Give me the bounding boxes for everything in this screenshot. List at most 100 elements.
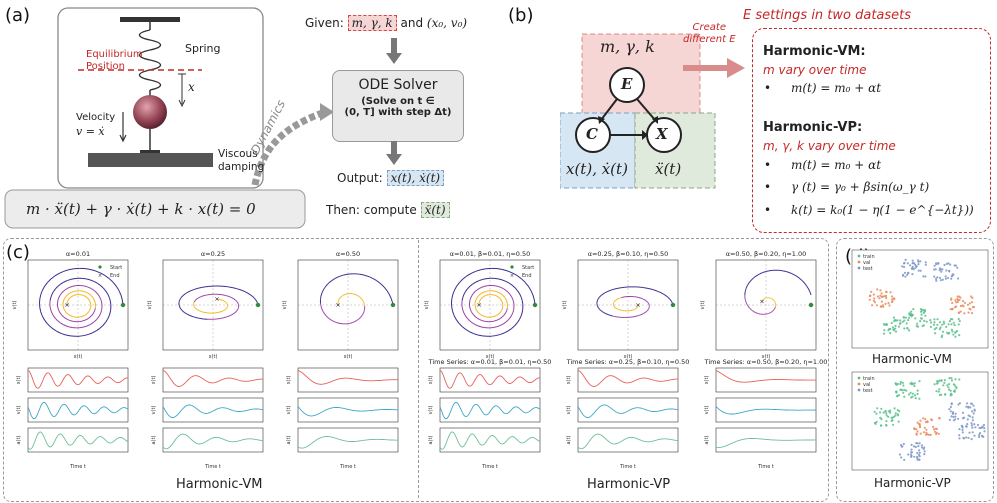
tsne-point bbox=[894, 414, 897, 417]
trajectory-segment bbox=[494, 315, 497, 317]
trajectory-segment bbox=[107, 315, 110, 320]
tsne-point bbox=[915, 265, 918, 268]
ode-equation: m · ẍ(t) + γ · ẋ(t) + k · x(t) = 0 bbox=[26, 200, 256, 218]
tsne-point bbox=[907, 319, 910, 322]
trajectory-segment bbox=[801, 279, 803, 282]
trajectory-segment bbox=[604, 292, 606, 294]
trajectory-segment bbox=[196, 298, 198, 300]
phase-title: α=0.01 bbox=[66, 250, 90, 258]
trajectory-segment bbox=[475, 324, 479, 327]
tsne-point bbox=[956, 300, 959, 304]
tsne-point bbox=[892, 415, 895, 418]
ts-ylabel: v(t) bbox=[151, 406, 157, 415]
trajectory-segment bbox=[92, 330, 97, 334]
trajectory-segment bbox=[521, 300, 524, 305]
trajectory-segment bbox=[475, 297, 478, 300]
trajectory-segment bbox=[472, 322, 476, 326]
tsne-point bbox=[955, 386, 958, 389]
trajectory-segment bbox=[796, 275, 799, 278]
tsne-point bbox=[924, 418, 927, 421]
x-region bbox=[634, 112, 716, 189]
tsne-point bbox=[937, 380, 940, 383]
tsne-point bbox=[973, 423, 976, 426]
trajectory-segment bbox=[39, 307, 42, 312]
trajectory-segment bbox=[89, 279, 94, 282]
trajectory-segment bbox=[62, 289, 66, 292]
trajectory-segment bbox=[502, 295, 505, 298]
trajectory-segment bbox=[497, 296, 500, 299]
trajectory-segment bbox=[93, 310, 96, 313]
trajectory-segment bbox=[100, 309, 103, 313]
trajectory-segment bbox=[194, 288, 198, 290]
tsne-point bbox=[945, 269, 948, 272]
trajectory-segment bbox=[88, 287, 92, 290]
trajectory-segment bbox=[611, 288, 614, 291]
trajectory-segment bbox=[600, 310, 603, 312]
trajectory-segment bbox=[251, 295, 254, 298]
tsne-point bbox=[970, 438, 973, 441]
trajectory-segment bbox=[236, 310, 238, 312]
start-marker bbox=[390, 302, 396, 308]
given-prefix: Given: bbox=[305, 16, 344, 30]
trajectory-segment bbox=[57, 320, 61, 324]
tsne-point bbox=[983, 427, 986, 430]
trajectory-segment bbox=[328, 281, 331, 284]
tsne-point bbox=[950, 415, 953, 418]
trajectory-segment bbox=[325, 285, 327, 288]
tsne-point bbox=[956, 297, 959, 300]
tsne-point bbox=[907, 316, 911, 319]
tsne-point bbox=[906, 327, 909, 330]
tsne-point bbox=[945, 325, 948, 328]
tsne-point bbox=[934, 277, 938, 280]
tsne-point bbox=[946, 276, 950, 280]
trajectory-segment bbox=[109, 308, 112, 313]
tsne-point bbox=[912, 382, 915, 385]
tsne-point bbox=[899, 319, 902, 322]
trajectory-segment bbox=[498, 286, 502, 289]
trajectory-segment bbox=[374, 279, 377, 282]
tsne-legend-dot bbox=[857, 388, 861, 392]
trajectory-segment bbox=[476, 288, 480, 291]
trajectory-segment bbox=[475, 269, 481, 272]
trajectory-segment bbox=[86, 312, 89, 315]
tsne-point bbox=[885, 323, 888, 326]
ts-axes bbox=[439, 367, 541, 393]
ts-line bbox=[439, 401, 541, 420]
tsne-point bbox=[911, 265, 914, 268]
trajectory-segment bbox=[512, 298, 515, 302]
tsne-point bbox=[929, 433, 932, 436]
trajectory-segment bbox=[230, 296, 232, 299]
tsne-point bbox=[916, 458, 919, 461]
trajectory-segment bbox=[236, 300, 238, 303]
end-marker: × bbox=[635, 301, 640, 309]
spring-coil bbox=[138, 29, 162, 91]
tsne-point bbox=[901, 320, 904, 323]
trajectory-segment bbox=[790, 272, 792, 275]
tsne-point bbox=[921, 324, 924, 328]
trajectory-segment bbox=[485, 294, 487, 297]
tsne-point bbox=[957, 323, 960, 326]
tsne-point bbox=[954, 378, 957, 381]
tsne-point bbox=[961, 299, 965, 303]
tsne-point bbox=[899, 443, 903, 447]
start-marker bbox=[120, 302, 126, 308]
trajectory-segment bbox=[806, 286, 809, 289]
trajectory-segment bbox=[475, 280, 480, 283]
tsne-point bbox=[899, 380, 902, 384]
tsne-point bbox=[879, 411, 882, 414]
trajectory-segment bbox=[70, 295, 73, 298]
trajectory-segment bbox=[608, 290, 611, 292]
tsne-point bbox=[913, 455, 916, 458]
tsne-point bbox=[949, 405, 952, 409]
trajectory-segment bbox=[72, 285, 76, 287]
trajectory-segment bbox=[520, 311, 523, 316]
trajectory-segment bbox=[61, 291, 64, 294]
tsne-point bbox=[965, 405, 968, 408]
ts-ylabel: x(t) bbox=[286, 376, 292, 385]
tsne-point bbox=[971, 419, 974, 422]
trajectory-segment bbox=[494, 277, 499, 280]
tsne-point bbox=[967, 311, 970, 314]
tsne-point bbox=[961, 428, 964, 431]
tsne-legend-dot bbox=[857, 254, 861, 258]
tsne-point bbox=[958, 378, 961, 381]
